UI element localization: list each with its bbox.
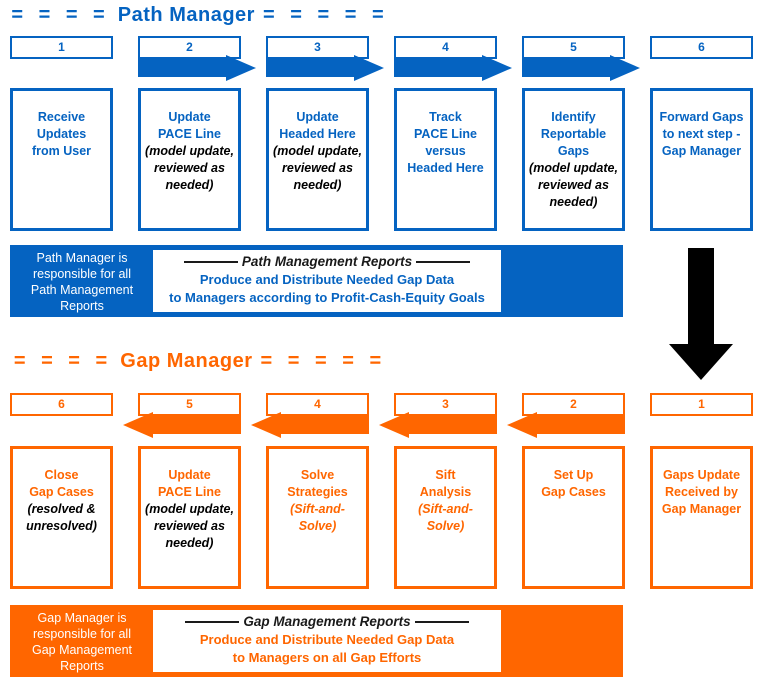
path-step-number-3: 3 xyxy=(266,36,369,59)
gap-report-title: Gap Management Reports xyxy=(153,613,501,631)
path-report-title: Path Management Reports xyxy=(153,253,501,271)
gap-report-card: Gap Management Reports Produce and Distr… xyxy=(153,610,501,672)
gap-report-line-1: Produce and Distribute Needed Gap Data xyxy=(199,632,455,647)
gap-manager-heading: = = = = Gap Manager = = = = = xyxy=(0,350,400,373)
gap-step-number-3: 3 xyxy=(394,393,497,416)
path-step-number-4: 4 xyxy=(394,36,497,59)
path-step-number-1: 1 xyxy=(10,36,113,59)
gap-step-number-2: 2 xyxy=(522,393,625,416)
path-step-number-5: 5 xyxy=(522,36,625,59)
heading-equals-right: = = = = = xyxy=(263,4,389,26)
path-flow-arrow-5 xyxy=(522,55,640,81)
path-manager-title: Path Manager xyxy=(117,4,255,26)
path-step-number-6: 6 xyxy=(650,36,753,59)
path-manager-heading: = = = = Path Manager = = = = = xyxy=(0,4,400,27)
path-flow-arrow-3 xyxy=(266,55,384,81)
step-subtitle: (Sift-and-Solve) xyxy=(290,502,345,533)
gap-report-lines: Produce and Distribute Needed Gap Data to… xyxy=(153,631,501,667)
heading-equals-left: = = = = xyxy=(11,4,110,26)
path-banner-line-3: Path Management xyxy=(30,283,134,297)
path-step-number-2: 2 xyxy=(138,36,241,59)
gap-step-number-4: 4 xyxy=(266,393,369,416)
path-banner-line-2: responsible for all xyxy=(33,267,131,281)
gap-step-number-6: 6 xyxy=(10,393,113,416)
gap-step-number-1: 1 xyxy=(650,393,753,416)
gap-banner-line-2: responsible for all xyxy=(33,627,131,641)
path-banner-line-4: Reports xyxy=(60,299,104,313)
path-flow-arrow-4 xyxy=(394,55,512,81)
heading-equals-left: = = = = xyxy=(13,350,113,372)
path-flow-arrow-2 xyxy=(138,55,256,81)
path-report-card: Path Management Reports Produce and Dist… xyxy=(153,250,501,312)
gap-flow-arrow-5 xyxy=(123,412,241,438)
gap-banner-line-3: Gap Management xyxy=(31,643,133,657)
gap-step-number-5: 5 xyxy=(138,393,241,416)
gap-report-title-text: Gap Management Reports xyxy=(243,614,411,629)
step-subtitle: (resolved &unresolved) xyxy=(26,502,97,533)
gap-flow-arrow-4 xyxy=(251,412,369,438)
path-report-line-1: Produce and Distribute Needed Gap Data xyxy=(199,272,455,287)
gap-flow-arrow-3 xyxy=(379,412,497,438)
down-arrow-icon xyxy=(655,248,747,384)
path-banner-line-1: Path Manager is xyxy=(36,251,128,265)
path-report-line-2: to Managers according to Profit-Cash-Equ… xyxy=(169,290,485,305)
path-report-lines: Produce and Distribute Needed Gap Data to… xyxy=(153,271,501,307)
rule-right xyxy=(416,261,471,263)
gap-manager-title: Gap Manager xyxy=(120,350,253,372)
gap-banner-line-4: Reports xyxy=(60,659,104,673)
gap-flow-arrow-2 xyxy=(507,412,625,438)
rule-right xyxy=(414,621,469,623)
heading-equals-right: = = = = = xyxy=(260,350,387,372)
rule-left xyxy=(185,621,240,623)
step-subtitle: (Sift-and-Solve) xyxy=(418,502,473,533)
path-report-title-text: Path Management Reports xyxy=(241,254,413,269)
gap-report-line-2: to Managers on all Gap Efforts xyxy=(232,650,422,665)
rule-left xyxy=(183,261,238,263)
gap-banner-line-1: Gap Manager is xyxy=(37,611,127,625)
